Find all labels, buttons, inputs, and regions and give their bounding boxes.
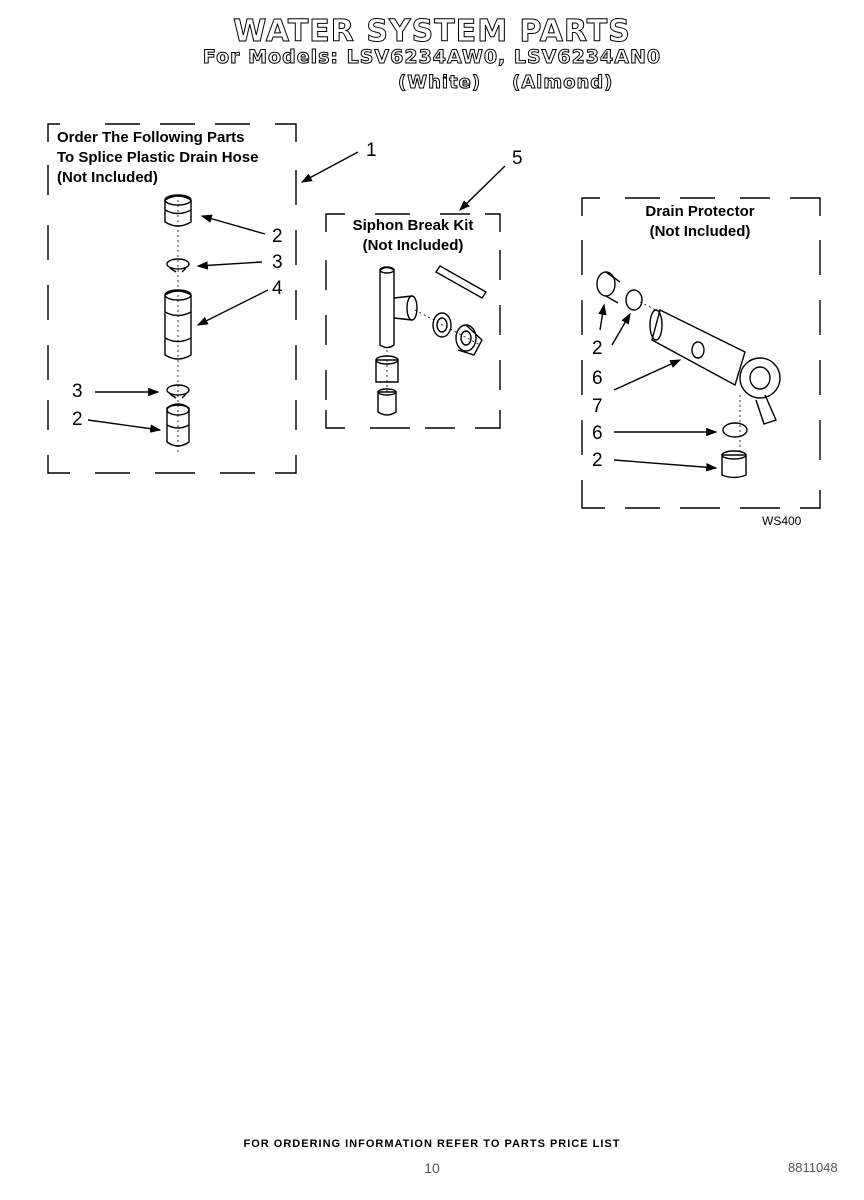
siphon-box-frame xyxy=(325,213,501,429)
siphon-group-title: Siphon Break Kit (Not Included) xyxy=(352,217,474,254)
page-number: 10 xyxy=(424,1160,440,1176)
callout-drain-2-top: 2 xyxy=(592,338,603,359)
callout-1: 1 xyxy=(366,140,377,161)
callout-drain-6-top: 6 xyxy=(592,368,603,389)
callout-5: 5 xyxy=(512,148,523,169)
variant-white: (White) xyxy=(397,72,482,94)
callout-4: 4 xyxy=(272,278,283,299)
ordering-info: FOR ORDERING INFORMATION REFER TO PARTS … xyxy=(243,1138,621,1150)
leader-lines xyxy=(87,151,718,472)
page-title: WATER SYSTEM PARTS xyxy=(233,14,631,50)
splice-group-title: Order The Following Parts To Splice Plas… xyxy=(57,129,259,186)
callout-3-bottom: 3 xyxy=(72,381,83,402)
callout-3-top: 3 xyxy=(272,252,283,273)
siphon-parts-drawing xyxy=(375,265,488,416)
callout-2-top: 2 xyxy=(272,226,283,247)
drain-group-title: Drain Protector (Not Included) xyxy=(645,203,755,240)
callout-drain-2-bottom: 2 xyxy=(592,450,603,471)
models-subtitle: For Models: LSV6234AW0, LSV6234AN0 xyxy=(202,46,662,69)
drain-parts-drawing xyxy=(596,271,781,479)
splice-box-frame xyxy=(47,123,297,474)
document-number: 8811048 xyxy=(788,1160,838,1175)
callout-2-bottom: 2 xyxy=(72,409,83,430)
callout-drain-6-bottom: 6 xyxy=(592,423,603,444)
variant-almond: (Almond) xyxy=(511,72,614,94)
callout-drain-7: 7 xyxy=(592,396,603,417)
figure-code: WS400 xyxy=(762,514,802,528)
drain-box-frame xyxy=(581,197,821,509)
splice-parts-drawing xyxy=(164,194,192,455)
